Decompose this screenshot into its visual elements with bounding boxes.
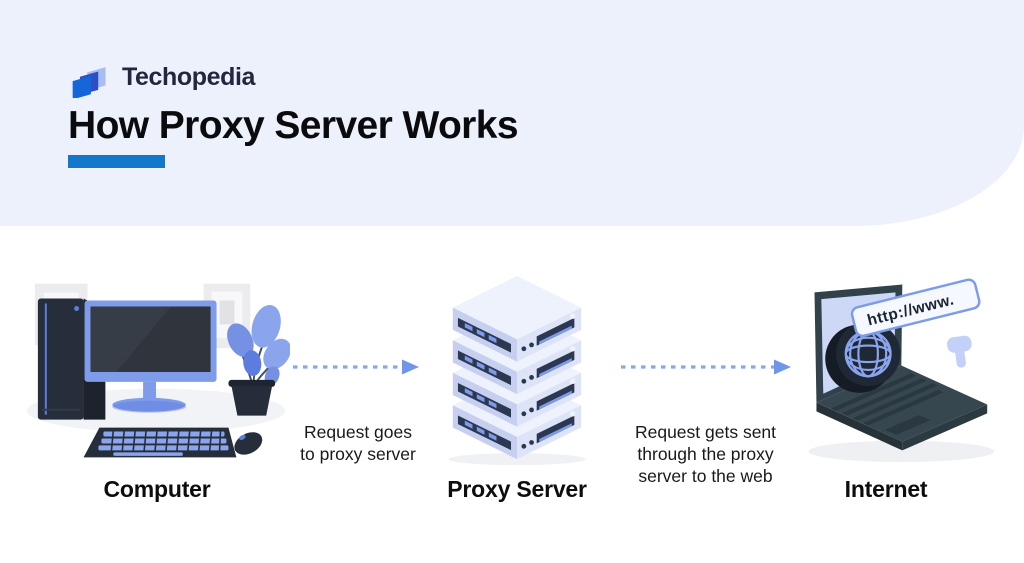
node-label-computer: Computer xyxy=(103,476,211,502)
caption-request-to-proxy: Request goes to proxy server xyxy=(270,421,446,465)
page-title: How Proxy Server Works xyxy=(68,104,519,147)
brand: Techopedia xyxy=(68,56,255,98)
keyboard xyxy=(83,427,237,458)
techopedia-logo-icon xyxy=(72,67,106,98)
brand-name: Techopedia xyxy=(122,62,256,91)
url-bar: http://www. xyxy=(850,278,981,338)
mouse xyxy=(234,432,263,455)
caption-line: through the proxy xyxy=(637,444,774,465)
cursor-hand-icon xyxy=(947,335,972,368)
plant xyxy=(227,304,290,416)
internet-illustration: http://www. xyxy=(808,278,995,463)
caption-line: Request gets sent xyxy=(634,422,777,442)
globe-icon xyxy=(825,321,901,393)
computer-illustration xyxy=(26,283,290,458)
caption-line: server to the web xyxy=(638,466,773,487)
arrow-computer-to-proxy-icon xyxy=(293,359,419,375)
node-label-internet: Internet xyxy=(844,476,928,502)
monitor xyxy=(84,300,217,413)
caption-line: Request goes xyxy=(304,422,412,442)
node-label-proxy-server: Proxy Server xyxy=(447,476,587,502)
proxy-server-illustration xyxy=(448,276,586,466)
header: Techopedia How Proxy Server Works xyxy=(0,0,1024,226)
caption-request-to-web: Request gets sent through the proxy serv… xyxy=(608,421,803,487)
caption-line: to proxy server xyxy=(300,444,416,465)
arrow-proxy-to-internet-icon xyxy=(621,359,791,375)
title-accent-bar xyxy=(68,155,165,168)
